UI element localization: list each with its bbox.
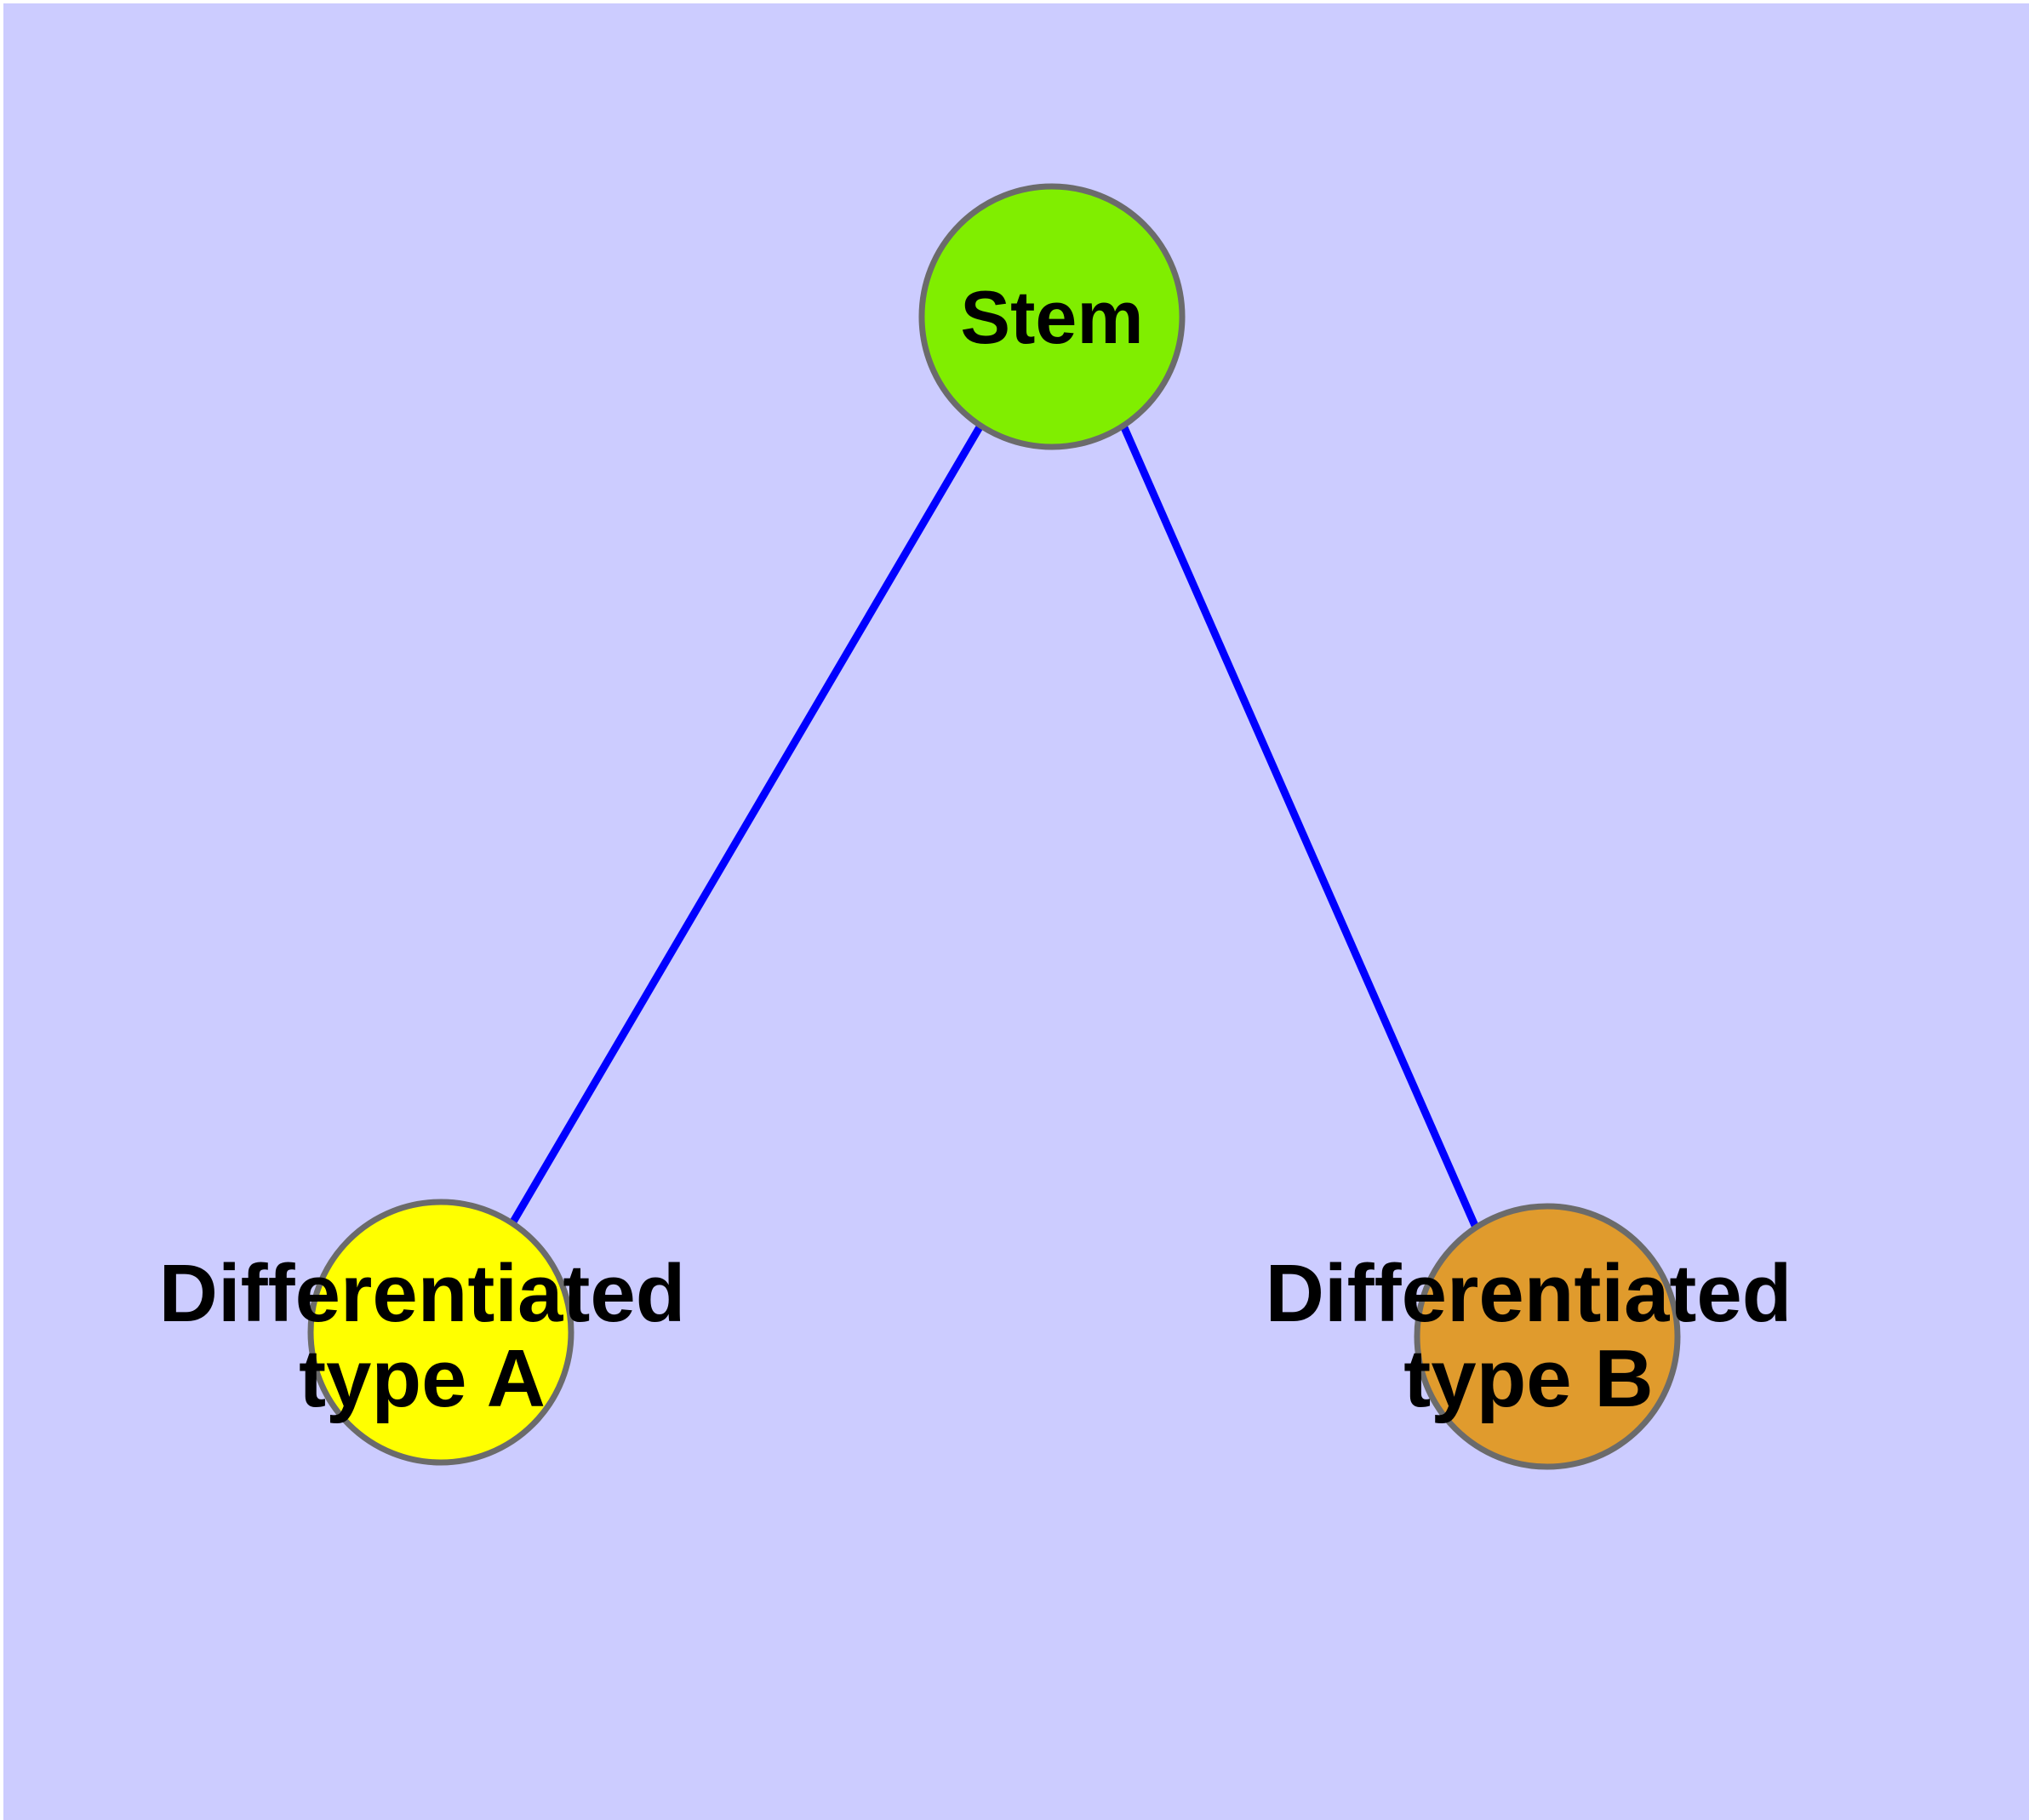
nodes-layer [307, 183, 1681, 1470]
stem-node-label: Stem [960, 275, 1143, 359]
edges-layer [509, 423, 1480, 1229]
differentiated-type-b-node[interactable] [1414, 1203, 1681, 1470]
differentiated-type-a-node-label-line-1: Differentiated [159, 1248, 686, 1339]
differentiated-type-a-node[interactable] [307, 1199, 574, 1466]
differentiated-type-b-node-label-line-2: type B [1403, 1333, 1653, 1424]
edge-stem-to-differentiated-type-b[interactable] [1119, 424, 1480, 1229]
differentiated-type-a-node-label-line-2: type A [299, 1333, 546, 1424]
stem-node[interactable] [918, 183, 1186, 450]
edge-stem-to-differentiated-type-a[interactable] [509, 423, 984, 1226]
differentiated-type-b-node-label-line-1: Differentiated [1266, 1248, 1792, 1339]
stem-node-label-line-1: Stem [960, 275, 1143, 359]
